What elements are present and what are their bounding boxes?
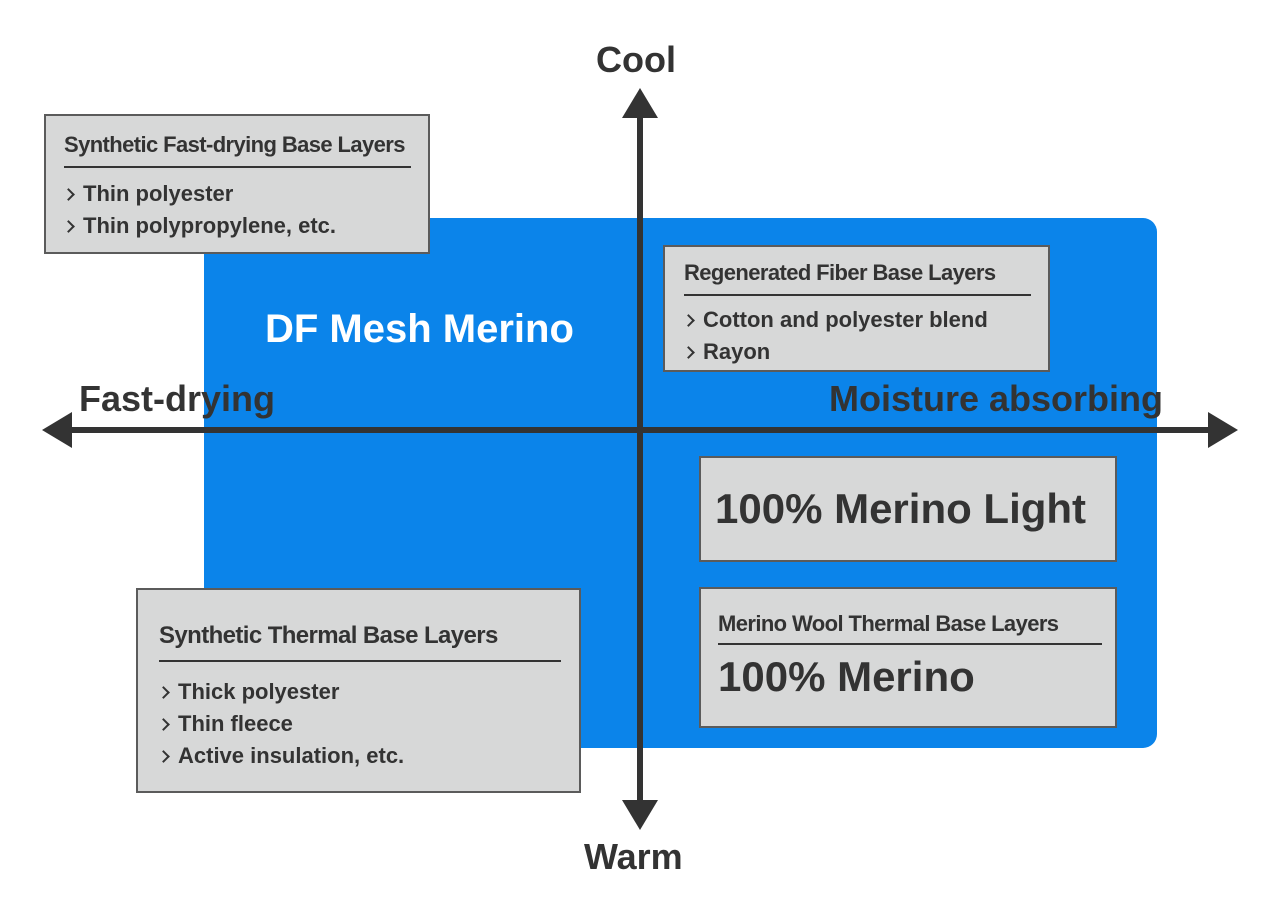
chevron-right-icon xyxy=(62,219,75,233)
list-item: Thick polyester xyxy=(157,676,579,708)
list-item: Active insulation, etc. xyxy=(157,740,579,772)
axis-label-fast-drying: Fast-drying xyxy=(79,378,276,419)
item-label: Active insulation, etc. xyxy=(178,743,405,768)
merino-wool-thermal-box: Merino Wool Thermal Base Layers 100% Mer… xyxy=(699,587,1117,728)
list-item: Thin polyester xyxy=(62,178,428,210)
chevron-right-icon xyxy=(62,187,75,201)
chevron-right-icon xyxy=(682,313,695,327)
item-label: Thin polyester xyxy=(83,181,234,206)
chevron-right-icon xyxy=(157,717,170,731)
list-item: Thin fleece xyxy=(157,708,579,740)
list-item: Rayon xyxy=(682,336,1048,368)
synthetic-thermal-box: Synthetic Thermal Base Layers Thick poly… xyxy=(136,588,581,793)
axis-label-moisture-absorbing: Moisture absorbing xyxy=(829,378,1164,419)
df-mesh-merino-label: DF Mesh Merino xyxy=(265,307,574,351)
regenerated-fiber-box: Regenerated Fiber Base Layers Cotton and… xyxy=(663,245,1050,372)
chevron-right-icon xyxy=(157,749,170,763)
box-title: Synthetic Fast-drying Base Layers xyxy=(64,132,411,168)
axis-label-cool: Cool xyxy=(596,39,676,80)
top-arrowhead xyxy=(622,88,658,118)
chevron-right-icon xyxy=(682,345,695,359)
right-arrowhead xyxy=(1208,412,1238,448)
synthetic-fast-drying-box: Synthetic Fast-drying Base Layers Thin p… xyxy=(44,114,430,254)
left-arrowhead xyxy=(42,412,72,448)
item-label: Rayon xyxy=(703,339,771,364)
bottom-arrowhead xyxy=(622,800,658,830)
merino-light-box: 100% Merino Light xyxy=(699,456,1117,562)
box-title: Merino Wool Thermal Base Layers xyxy=(718,611,1102,645)
list-item: Thin polypropylene, etc. xyxy=(62,210,428,242)
box-title: Regenerated Fiber Base Layers xyxy=(684,260,1031,296)
axis-label-warm: Warm xyxy=(584,836,683,877)
merino-light-label: 100% Merino Light xyxy=(715,485,1087,532)
item-label: Thin polypropylene, etc. xyxy=(83,213,337,238)
item-label: Thin fleece xyxy=(178,711,293,736)
chevron-right-icon xyxy=(157,685,170,699)
box-title: Synthetic Thermal Base Layers xyxy=(159,622,561,662)
merino-label: 100% Merino xyxy=(718,653,975,700)
item-label: Cotton and polyester blend xyxy=(703,307,988,332)
item-label: Thick polyester xyxy=(178,679,340,704)
list-item: Cotton and polyester blend xyxy=(682,304,1048,336)
